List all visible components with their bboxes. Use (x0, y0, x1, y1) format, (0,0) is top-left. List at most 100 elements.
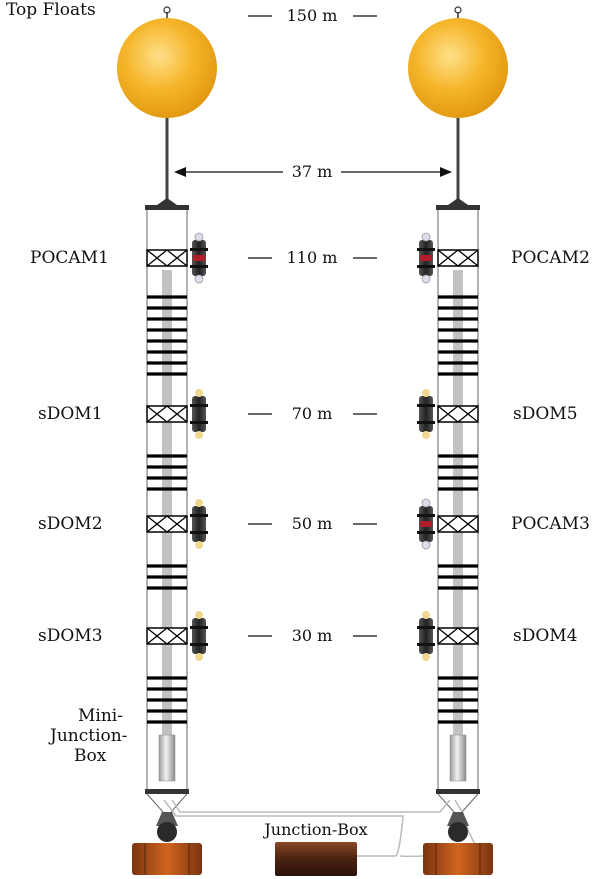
anchor-left (132, 812, 202, 875)
module-band (190, 643, 208, 646)
sdom-pmt (195, 541, 203, 549)
module-band (417, 248, 435, 251)
depth-label: 30 m (292, 626, 333, 645)
bridle (437, 793, 455, 813)
module-band (190, 514, 208, 517)
frame-brace (146, 249, 168, 267)
bridle (146, 793, 164, 813)
pocam-dome (194, 232, 204, 242)
frame-brace (166, 515, 188, 533)
junction-box-label: Junction-Box (262, 820, 367, 839)
module-band (417, 421, 435, 424)
sdom-module (192, 618, 206, 654)
bottom-plate (436, 789, 480, 794)
sdom-pmt (422, 431, 430, 439)
module-band (417, 626, 435, 629)
depth-marks: 110 m 70 m 50 m 30 m (248, 248, 377, 645)
module-frame (146, 249, 188, 267)
pocam-dome (421, 232, 431, 242)
top-cone (157, 198, 177, 205)
anchor-right (423, 812, 493, 875)
junction-box: Junction-Box (262, 820, 368, 876)
top-plate (145, 205, 189, 210)
mini-junction-box-line2: Junction- (50, 726, 128, 746)
frame-brace (457, 627, 479, 645)
module-frame (146, 515, 188, 533)
module-band (417, 531, 435, 534)
sdom-module (192, 396, 206, 432)
module-label-sdom4: sDOM4 (513, 626, 578, 646)
frame-brace (457, 515, 479, 533)
frame-brace (437, 249, 459, 267)
frame-brace (166, 627, 188, 645)
sdom-pmt (195, 431, 203, 439)
frame-brace (457, 249, 479, 267)
module-frame (437, 627, 479, 645)
sdom-module (419, 618, 433, 654)
sdom-pmt (195, 389, 203, 397)
string-left (145, 198, 208, 813)
sdom-pmt (422, 389, 430, 397)
module-band (190, 421, 208, 424)
module-frame (437, 515, 479, 533)
module-frame (146, 405, 188, 423)
string-right (417, 198, 480, 813)
pocam-dome (421, 540, 431, 550)
sdom-pmt (195, 611, 203, 619)
module-frame (437, 249, 479, 267)
depth-label: 150 m (287, 6, 338, 25)
sdom-pmt (422, 611, 430, 619)
spacing-arrow: 37 m (174, 162, 452, 181)
top-floats-label: Top Floats (6, 0, 96, 20)
frame-brace (166, 405, 188, 423)
module-band (190, 626, 208, 629)
sdom-pmt (195, 653, 203, 661)
bottom-plate (145, 789, 189, 794)
module-frame (146, 627, 188, 645)
frame-brace (437, 405, 459, 423)
mini-junction-box (158, 734, 176, 782)
mini-junction-box-line1: Mini- (78, 706, 123, 726)
module-frame (437, 405, 479, 423)
frame-brace (437, 515, 459, 533)
module-label-pocam3: POCAM3 (511, 514, 590, 534)
depth-label: 50 m (292, 514, 333, 533)
pocam-dome (421, 274, 431, 284)
pocam-light (420, 255, 432, 261)
module-band (190, 531, 208, 534)
frame-brace (437, 627, 459, 645)
mini-junction-box (449, 734, 467, 782)
frame-brace (146, 515, 168, 533)
module-band (417, 514, 435, 517)
frame-brace (146, 405, 168, 423)
top-float-right (408, 6, 508, 200)
frame-brace (166, 249, 188, 267)
module-band (190, 248, 208, 251)
module-band (190, 404, 208, 407)
mini-junction-box-line3: Box (74, 746, 107, 766)
sdom-pmt (422, 653, 430, 661)
module-label-sdom3: sDOM3 (38, 626, 103, 646)
pocam-dome (421, 498, 431, 508)
sdom-module (192, 506, 206, 542)
pocam-dome (194, 274, 204, 284)
depth-label: 70 m (292, 404, 333, 423)
sdom-module (419, 396, 433, 432)
module-label-sdom5: sDOM5 (513, 404, 578, 424)
sdom-pmt (195, 499, 203, 507)
depth-label: 110 m (287, 248, 338, 267)
depth-mark-150: 150 m (248, 6, 377, 25)
frame-brace (457, 405, 479, 423)
module-label-pocam1: POCAM1 (30, 248, 109, 268)
spacing-label: 37 m (292, 162, 333, 181)
module-band (190, 265, 208, 268)
module-label-sdom1: sDOM1 (38, 404, 103, 424)
module-band (417, 404, 435, 407)
pocam-light (420, 521, 432, 527)
pocam-light (193, 255, 205, 261)
bridle (170, 793, 188, 813)
top-cone (448, 198, 468, 205)
module-label-sdom2: sDOM2 (38, 514, 103, 534)
module-band (417, 643, 435, 646)
